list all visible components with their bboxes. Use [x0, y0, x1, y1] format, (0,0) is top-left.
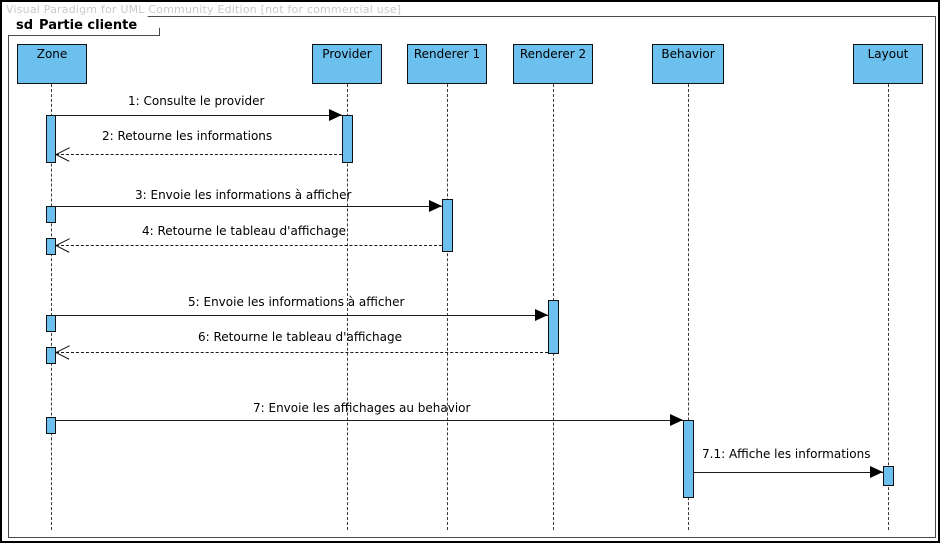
watermark-text: Visual Paradigm for UML Community Editio… [6, 3, 402, 16]
message-label-6: 6: Retourne le tableau d'affichage [198, 330, 402, 344]
renderer2-activation[interactable] [548, 300, 559, 354]
message-line-2[interactable] [56, 154, 342, 155]
arrowhead-filled-7 [670, 414, 683, 426]
frame-name: Partie cliente [39, 18, 138, 33]
zone-activation-4[interactable] [46, 315, 56, 332]
arrowhead-filled-7.1 [870, 466, 883, 478]
renderer1-activation[interactable] [442, 199, 453, 252]
message-label-4: 4: Retourne le tableau d'affichage [142, 224, 346, 238]
message-line-4[interactable] [56, 245, 442, 246]
lifeline-header-layout[interactable]: Layout [853, 44, 923, 84]
message-label-7.1: 7.1: Affiche les informations [702, 447, 871, 461]
zone-activation-1[interactable] [46, 115, 56, 163]
lifeline-header-behavior[interactable]: Behavior [652, 44, 724, 84]
message-label-2: 2: Retourne les informations [102, 129, 273, 143]
lifeline-stem-provider [347, 84, 348, 530]
zone-activation-3[interactable] [46, 238, 56, 255]
message-label-5: 5: Envoie les informations à afficher [188, 295, 405, 309]
lifeline-stem-zone [51, 84, 52, 530]
arrowhead-open-2 [56, 147, 70, 161]
lifeline-label: Behavior [661, 47, 715, 61]
sd-frame-border [8, 16, 936, 538]
lifeline-header-renderer2[interactable]: Renderer 2 [513, 44, 593, 84]
zone-activation-5[interactable] [46, 347, 56, 364]
message-line-3[interactable] [56, 206, 442, 207]
provider-activation[interactable] [342, 115, 353, 163]
arrowhead-filled-5 [535, 309, 548, 321]
message-label-1: 1: Consulte le provider [128, 94, 265, 108]
lifeline-label: Zone [36, 47, 68, 61]
behavior-activation[interactable] [683, 420, 694, 498]
lifeline-stem-behavior [688, 84, 689, 530]
arrowhead-open-6 [56, 345, 70, 359]
message-line-7.1[interactable] [693, 472, 883, 473]
lifeline-stem-layout [888, 84, 889, 530]
message-line-6[interactable] [56, 352, 548, 353]
lifeline-header-renderer1[interactable]: Renderer 1 [407, 44, 487, 84]
lifeline-label: Renderer 2 [519, 47, 587, 61]
message-line-1[interactable] [56, 115, 342, 116]
arrowhead-open-4 [56, 238, 70, 252]
lifeline-header-zone[interactable]: Zone [17, 44, 87, 84]
message-label-7: 7: Envoie les affichages au behavior [253, 401, 471, 415]
frame-keyword: sd [16, 18, 34, 33]
lifeline-label: Layout [867, 47, 909, 61]
message-label-3: 3: Envoie les informations à afficher [135, 188, 352, 202]
frame-label-tab: sd Partie cliente [8, 16, 160, 36]
message-line-7[interactable] [56, 420, 683, 421]
lifeline-stem-renderer1 [447, 84, 448, 530]
message-line-5[interactable] [56, 315, 548, 316]
zone-activation-6[interactable] [46, 417, 56, 434]
lifeline-header-provider[interactable]: Provider [312, 44, 382, 84]
layout-activation[interactable] [883, 466, 894, 486]
lifeline-label: Provider [322, 47, 372, 61]
arrowhead-filled-3 [429, 200, 442, 212]
lifeline-label: Renderer 1 [413, 47, 481, 61]
zone-activation-2[interactable] [46, 206, 56, 223]
arrowhead-filled-1 [329, 109, 342, 121]
